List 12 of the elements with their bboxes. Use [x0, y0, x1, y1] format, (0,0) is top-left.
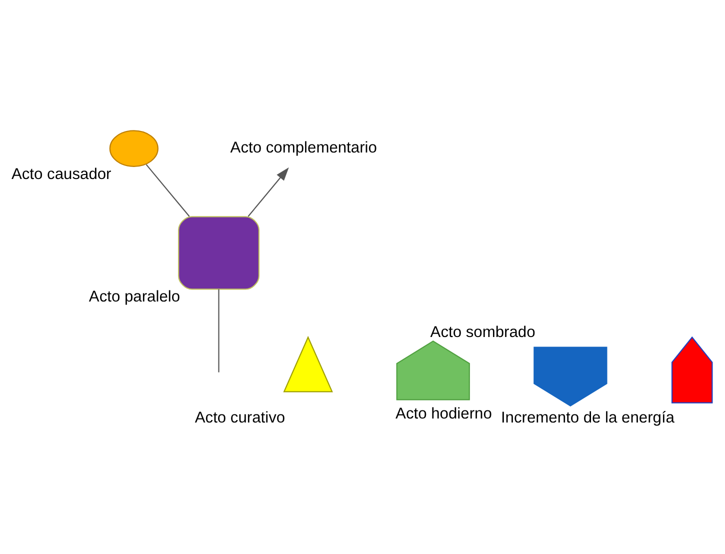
node-label: Acto sombrado — [430, 323, 536, 340]
node-text: Acto complementario — [230, 139, 377, 156]
node-label: Acto paralelo — [88, 288, 180, 306]
node-box — [178, 216, 260, 290]
node-label: Incremento de la energía — [500, 408, 675, 426]
node-ellipse — [109, 130, 158, 166]
connector — [146, 164, 190, 216]
node-label: Acto hodierno — [396, 404, 492, 422]
node-label: Acto causador — [11, 165, 112, 182]
node-label: Acto curativo — [194, 408, 286, 426]
arrow — [248, 166, 289, 216]
connector — [218, 288, 220, 372]
